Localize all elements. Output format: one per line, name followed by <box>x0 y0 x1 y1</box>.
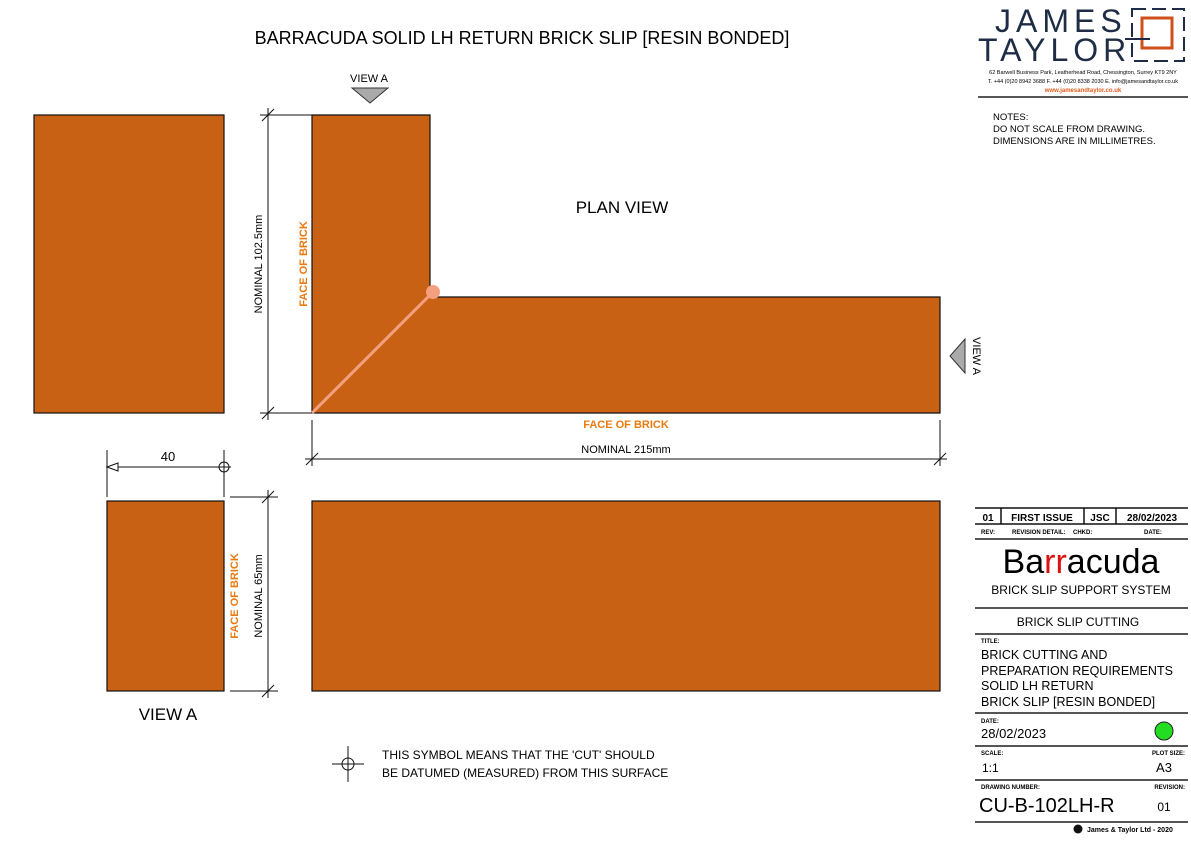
drawing-number-label: DRAWING NUMBER: <box>981 785 1040 791</box>
scale-label: SCALE: <box>981 751 1003 757</box>
legend-line-2: BE DATUMED (MEASURED) FROM THIS SURFACE <box>382 766 668 780</box>
view-arrow-side-icon <box>949 337 966 375</box>
brand-subtitle: BRICK SLIP SUPPORT SYSTEM <box>991 583 1170 597</box>
mitre-corner-marker <box>426 285 440 299</box>
copyright-icon <box>1073 824 1083 834</box>
drawing-title: BARRACUDA SOLID LH RETURN BRICK SLIP [RE… <box>255 28 790 48</box>
issue-date-value: 28/02/2023 <box>981 726 1046 741</box>
nominal-65-label: NOMINAL 65mm <box>253 554 265 637</box>
legend-line-1: THIS SYMBOL MEANS THAT THE 'CUT' SHOULD <box>382 748 655 762</box>
status-indicator-icon <box>1154 721 1174 741</box>
brick-view-a-end <box>106 500 225 692</box>
nominal-102-label: NOMINAL 102.5mm <box>253 215 265 314</box>
dim-40-label: 40 <box>161 449 175 464</box>
plan-view-label: PLAN VIEW <box>576 198 669 217</box>
checked-value: JSC <box>1090 513 1109 524</box>
view-a-bottom-label: VIEW A <box>139 705 198 724</box>
date-label: DATE: <box>1144 530 1162 536</box>
nominal-215-label: NOMINAL 215mm <box>581 444 670 456</box>
title-line-3: SOLID LH RETURN <box>981 679 1094 693</box>
brick-plan-l-shape <box>311 114 941 414</box>
section-label: BRICK SLIP CUTTING <box>1017 615 1139 629</box>
title-line-4: BRICK SLIP [RESIN BONDED] <box>981 695 1155 709</box>
rev-date-value: 28/02/2023 <box>1127 513 1177 524</box>
issue-date-label: DATE: <box>981 719 999 725</box>
company-logo: JAMES TAYLOR <box>978 3 1185 68</box>
dimension-215 <box>305 420 947 466</box>
view-a-top-label: VIEW A <box>350 73 389 85</box>
revision-label: REVISION: <box>1154 785 1185 791</box>
dimension-65 <box>230 490 278 698</box>
svg-text:JAMES: JAMES <box>995 3 1127 39</box>
svg-text:TAYLOR: TAYLOR <box>978 32 1131 68</box>
revision-detail-label: REVISION DETAIL: <box>1012 530 1066 536</box>
notes-heading: NOTES: <box>993 112 1028 123</box>
title-line-2: PREPARATION REQUIREMENTS <box>981 664 1173 678</box>
revision-value: 01 <box>1157 800 1171 814</box>
brick-view-a-face <box>311 500 941 692</box>
title-block <box>975 507 1188 823</box>
scale-value: 1:1 <box>982 761 999 775</box>
company-contact: T. +44 (0)20 8942 3688 F. +44 (0)20 8338… <box>988 79 1178 85</box>
notes-line-2: DIMENSIONS ARE IN MILLIMETRES. <box>993 136 1156 147</box>
face-of-brick-plan-horizontal: FACE OF BRICK <box>583 419 669 431</box>
title-label: TITLE: <box>981 639 1000 645</box>
face-of-brick-view-a: FACE OF BRICK <box>229 553 241 639</box>
revision-detail-value: FIRST ISSUE <box>1011 513 1073 524</box>
notes-line-1: DO NOT SCALE FROM DRAWING. <box>993 124 1145 135</box>
brick-elevation-left <box>33 114 225 414</box>
view-arrow-top-icon <box>350 87 390 104</box>
company-website: www.jamesandtaylor.co.uk <box>1044 88 1122 94</box>
brand-logo: Barracuda <box>1003 543 1160 581</box>
drawing-number-value: CU-B-102LH-R <box>979 795 1115 817</box>
datum-symbol-icon <box>332 746 364 782</box>
company-address: 62 Barwell Business Park, Leatherhead Ro… <box>989 70 1177 76</box>
plot-size-value: A3 <box>1156 760 1172 775</box>
rev-value: 01 <box>982 513 994 524</box>
mitre-cut-line <box>310 290 435 415</box>
copyright-text: James & Taylor Ltd - 2020 <box>1087 827 1173 834</box>
title-line-1: BRICK CUTTING AND <box>981 648 1107 662</box>
dimension-40 <box>105 450 231 497</box>
plot-size-label: PLOT SIZE: <box>1152 751 1185 757</box>
checked-label: CHKD: <box>1073 530 1092 536</box>
face-of-brick-plan-vertical: FACE OF BRICK <box>298 221 310 307</box>
view-a-side-label: VIEW A <box>970 337 982 376</box>
rev-label: REV: <box>981 530 995 536</box>
dimension-102-5 <box>260 108 312 420</box>
